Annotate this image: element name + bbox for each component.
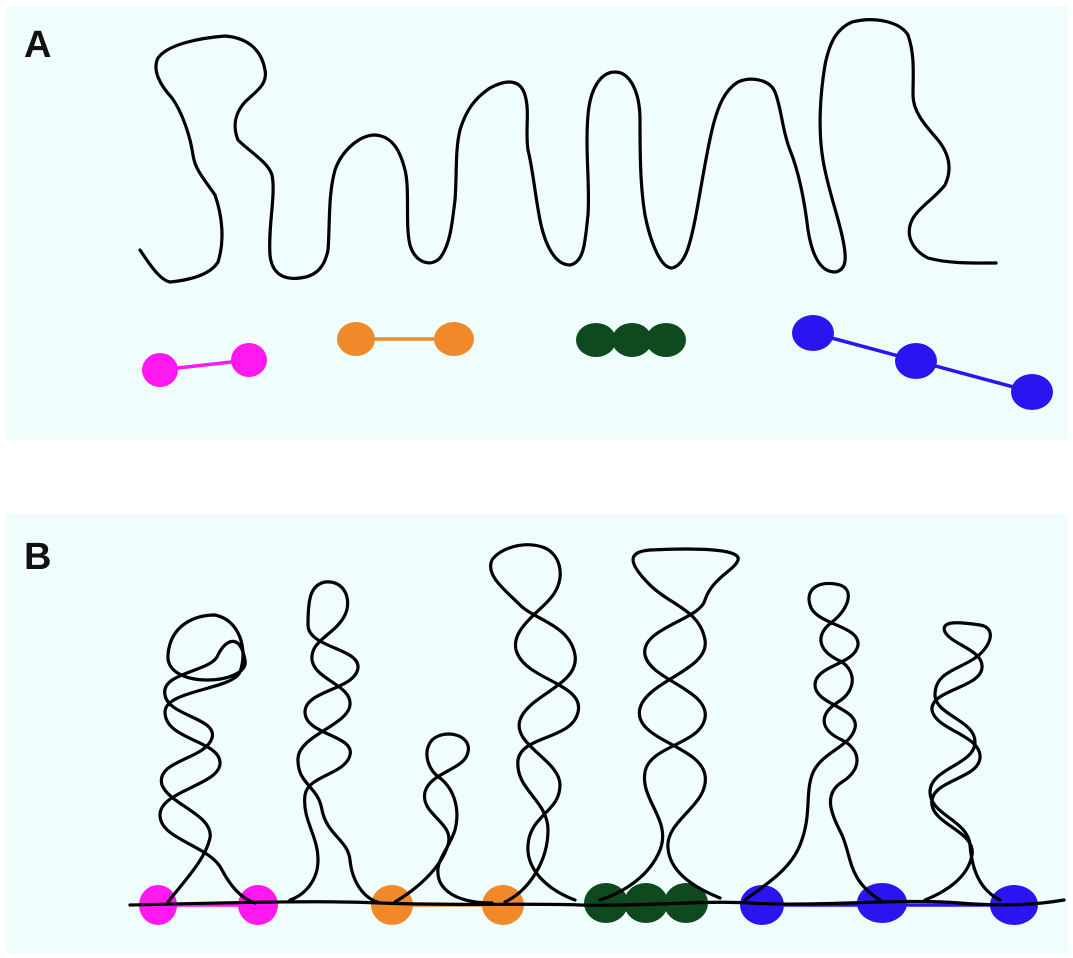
polymer-loop-2 [288, 580, 382, 905]
polymer-loop-6 [743, 582, 882, 902]
panel-label-b: B [24, 536, 52, 578]
polymer-loop-3 [393, 732, 494, 905]
panel-label-a: A [24, 24, 52, 66]
polymer-chain-a [138, 18, 998, 284]
blue-crosslinker-a [792, 315, 1053, 410]
polymer-loop-1 [158, 613, 257, 905]
polymer-loop-4 [488, 543, 581, 904]
polymer-baseline-b [128, 898, 1066, 907]
magenta-crosslinker-a [142, 343, 267, 387]
green-crosslinker-a [576, 323, 686, 357]
polymer-loop-5 [598, 547, 740, 902]
polymer-loop-7 [923, 621, 1002, 902]
orange-crosslinker-a [337, 322, 474, 356]
